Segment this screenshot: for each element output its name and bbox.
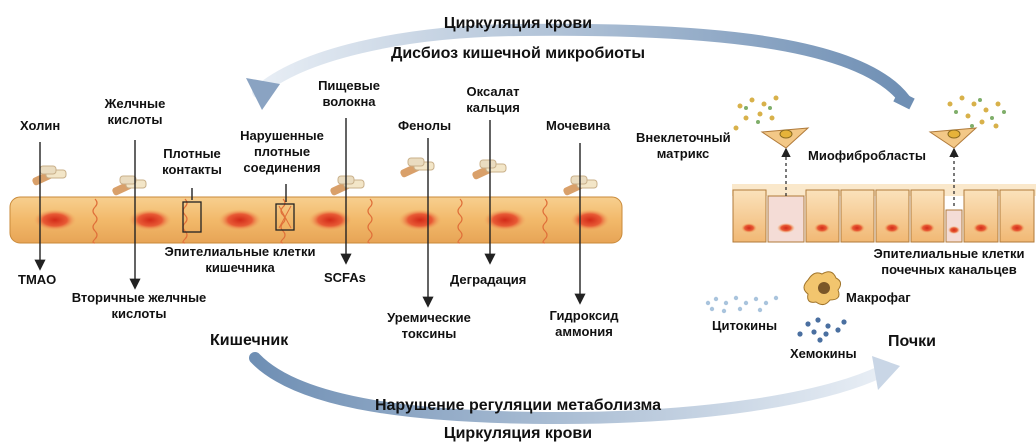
- tmao-label: TMAO: [18, 272, 56, 288]
- phenols-label: Фенолы: [398, 118, 451, 134]
- top-circulation-label: Циркуляция крови: [0, 14, 1036, 33]
- myofibroblasts-label: Миофибробласты: [808, 148, 926, 164]
- intestine-label: Кишечник: [210, 331, 288, 350]
- dysregulation-label: Нарушение регуляции метаболизма: [0, 396, 1036, 415]
- intestinal-epithelium: [10, 197, 622, 243]
- chemokines-label: Хемокины: [790, 346, 857, 362]
- extracellular-matrix-dots: [734, 96, 1007, 131]
- choline-label: Холин: [20, 118, 60, 134]
- scfa-label: SCFAs: [324, 270, 366, 286]
- bottom-circulation-label: Циркуляция крови: [0, 424, 1036, 443]
- cytokines-label: Цитокины: [712, 318, 777, 334]
- urea-label: Мочевина: [546, 118, 610, 134]
- cytokine-dots: [706, 296, 778, 313]
- dysbiosis-label: Дисбиоз кишечной микробиоты: [0, 44, 1036, 63]
- macrophage-label: Макрофаг: [846, 290, 911, 306]
- macrophage-cell: [804, 272, 841, 305]
- kidneys-label: Почки: [888, 332, 936, 351]
- chemokine-dots: [797, 317, 846, 342]
- myofibroblasts: [762, 128, 976, 148]
- degradation-label: Деградация: [450, 272, 526, 288]
